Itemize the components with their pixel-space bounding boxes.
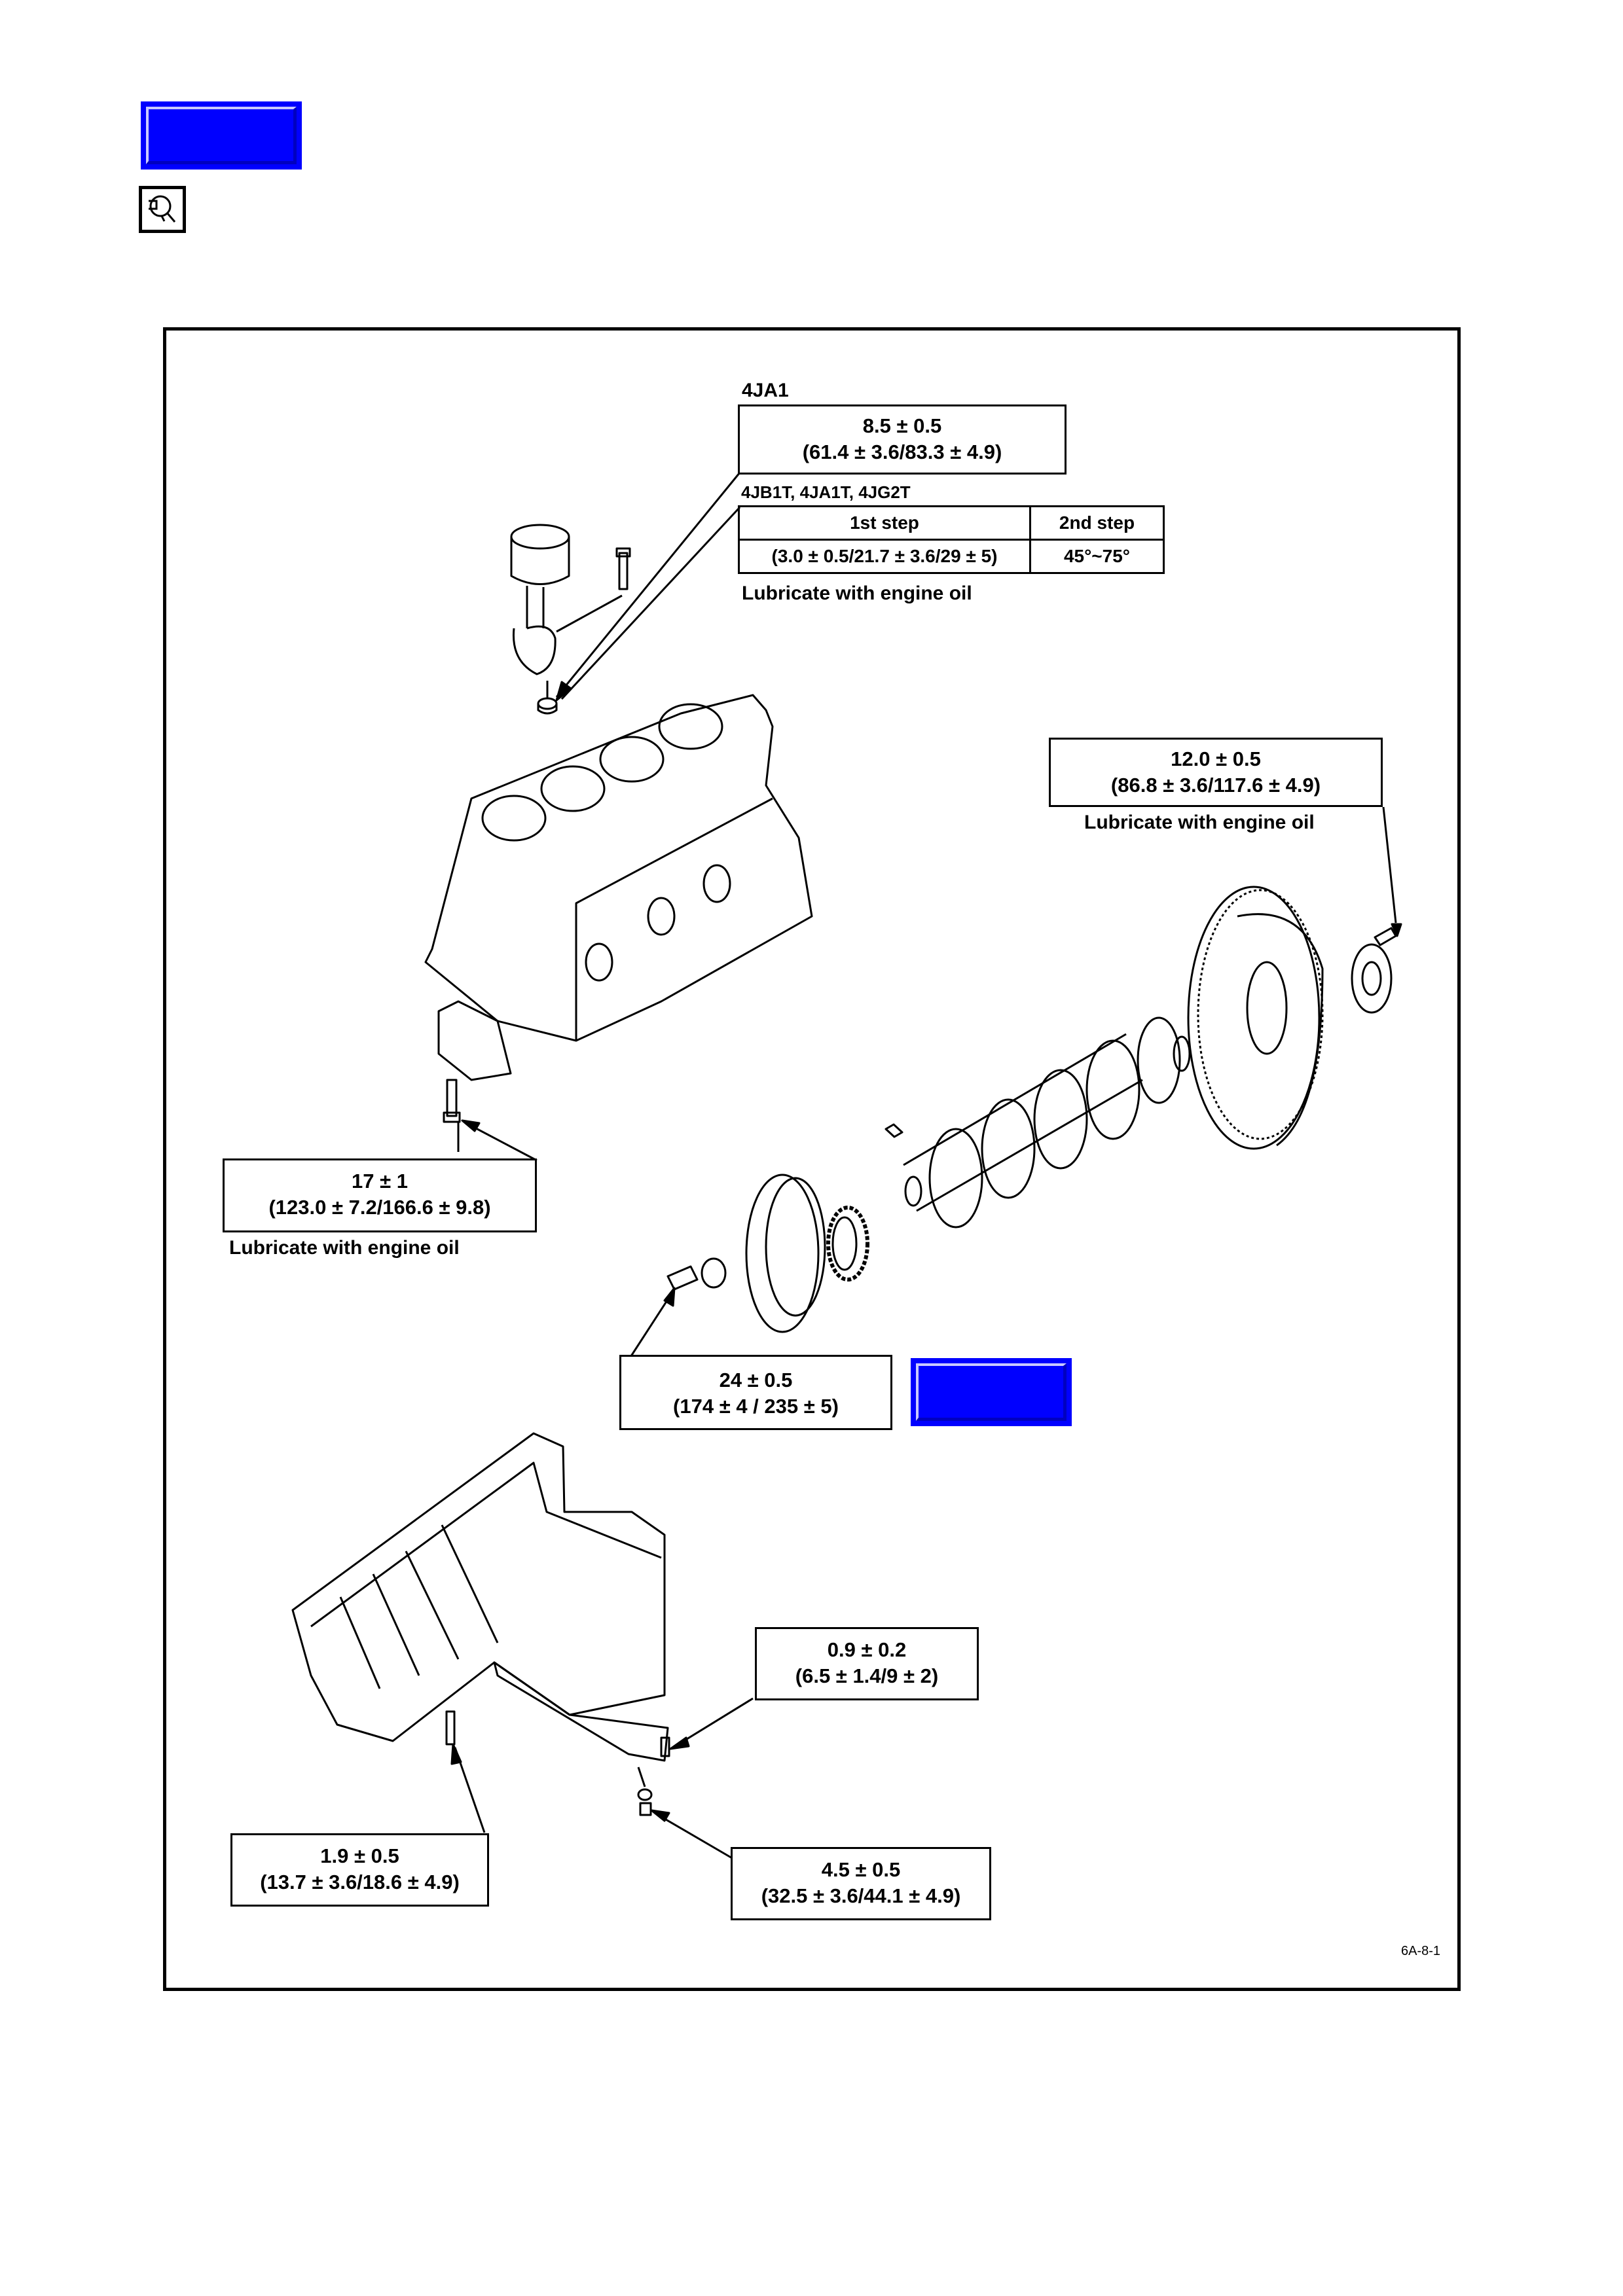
torque-value-alt: (123.0 ± 7.2/166.6 ± 9.8) [268, 1196, 491, 1219]
model-label-turbo: 4JB1T, 4JA1T, 4JG2T [741, 482, 911, 502]
nav-button-top[interactable] [141, 101, 302, 170]
steps-value-row: (3.0 ± 0.5/21.7 ± 3.6/29 ± 5) 45°~75° [738, 539, 1165, 574]
spec-box-conrod-4ja1: 8.5 ± 0.5 (61.4 ± 3.6/83.3 ± 4.9) [738, 404, 1067, 475]
torque-value-alt: (61.4 ± 3.6/83.3 ± 4.9) [802, 440, 1002, 463]
spec-box-flywheel: 12.0 ± 0.5 (86.8 ± 3.6/117.6 ± 4.9) [1049, 738, 1383, 807]
torque-value: 4.5 ± 0.5 [821, 1858, 901, 1881]
nav-button-bevel [916, 1363, 1067, 1421]
wrench-magnifier-icon[interactable] [139, 186, 186, 233]
torque-value-alt: (6.5 ± 1.4/9 ± 2) [795, 1664, 939, 1687]
steps-header-1st: 1st step [738, 505, 1031, 541]
lubricate-note-conrod: Lubricate with engine oil [742, 583, 972, 604]
torque-value: 0.9 ± 0.2 [827, 1638, 907, 1661]
torque-value: 12.0 ± 0.5 [1171, 747, 1261, 770]
spec-box-main-bearing: 17 ± 1 (123.0 ± 7.2/166.6 ± 9.8) [223, 1158, 537, 1232]
model-label-4ja1: 4JA1 [742, 380, 789, 401]
lubricate-note-flywheel: Lubricate with engine oil [1084, 812, 1315, 833]
steps-header-2nd: 2nd step [1029, 505, 1165, 541]
figure-frame [163, 327, 1461, 1991]
spec-box-oil-pan-plate: 0.9 ± 0.2 (6.5 ± 1.4/9 ± 2) [755, 1627, 979, 1700]
torque-value-alt: (86.8 ± 3.6/117.6 ± 4.9) [1110, 774, 1321, 797]
torque-value: 24 ± 0.5 [719, 1369, 793, 1391]
steps-value-1st: (3.0 ± 0.5/21.7 ± 3.6/29 ± 5) [738, 539, 1031, 574]
figure-reference: 6A-8-1 [1401, 1944, 1441, 1958]
torque-value: 17 ± 1 [352, 1170, 408, 1193]
torque-value: 8.5 ± 0.5 [862, 414, 942, 437]
steps-header-row: 1st step 2nd step [738, 505, 1165, 541]
torque-value-alt: (32.5 ± 3.6/44.1 ± 4.9) [761, 1884, 961, 1907]
torque-value-alt: (174 ± 4 / 235 ± 5) [673, 1395, 839, 1418]
lubricate-note-main-bearing: Lubricate with engine oil [229, 1237, 460, 1259]
nav-button-mid[interactable] [911, 1358, 1072, 1426]
torque-value-alt: (13.7 ± 3.6/18.6 ± 4.9) [260, 1871, 460, 1893]
steps-value-2nd: 45°~75° [1029, 539, 1165, 574]
wrench-magnifier-icon-glyph [149, 195, 176, 223]
spec-box-drain-plug: 4.5 ± 0.5 (32.5 ± 3.6/44.1 ± 4.9) [731, 1847, 991, 1920]
nav-button-bevel [146, 107, 297, 164]
torque-steps-table: 1st step 2nd step (3.0 ± 0.5/21.7 ± 3.6/… [738, 505, 1165, 574]
torque-value: 1.9 ± 0.5 [320, 1844, 399, 1867]
spec-box-crank-pulley: 24 ± 0.5 (174 ± 4 / 235 ± 5) [619, 1355, 892, 1430]
spec-box-oil-pan-bolt: 1.9 ± 0.5 (13.7 ± 3.6/18.6 ± 4.9) [230, 1833, 489, 1907]
